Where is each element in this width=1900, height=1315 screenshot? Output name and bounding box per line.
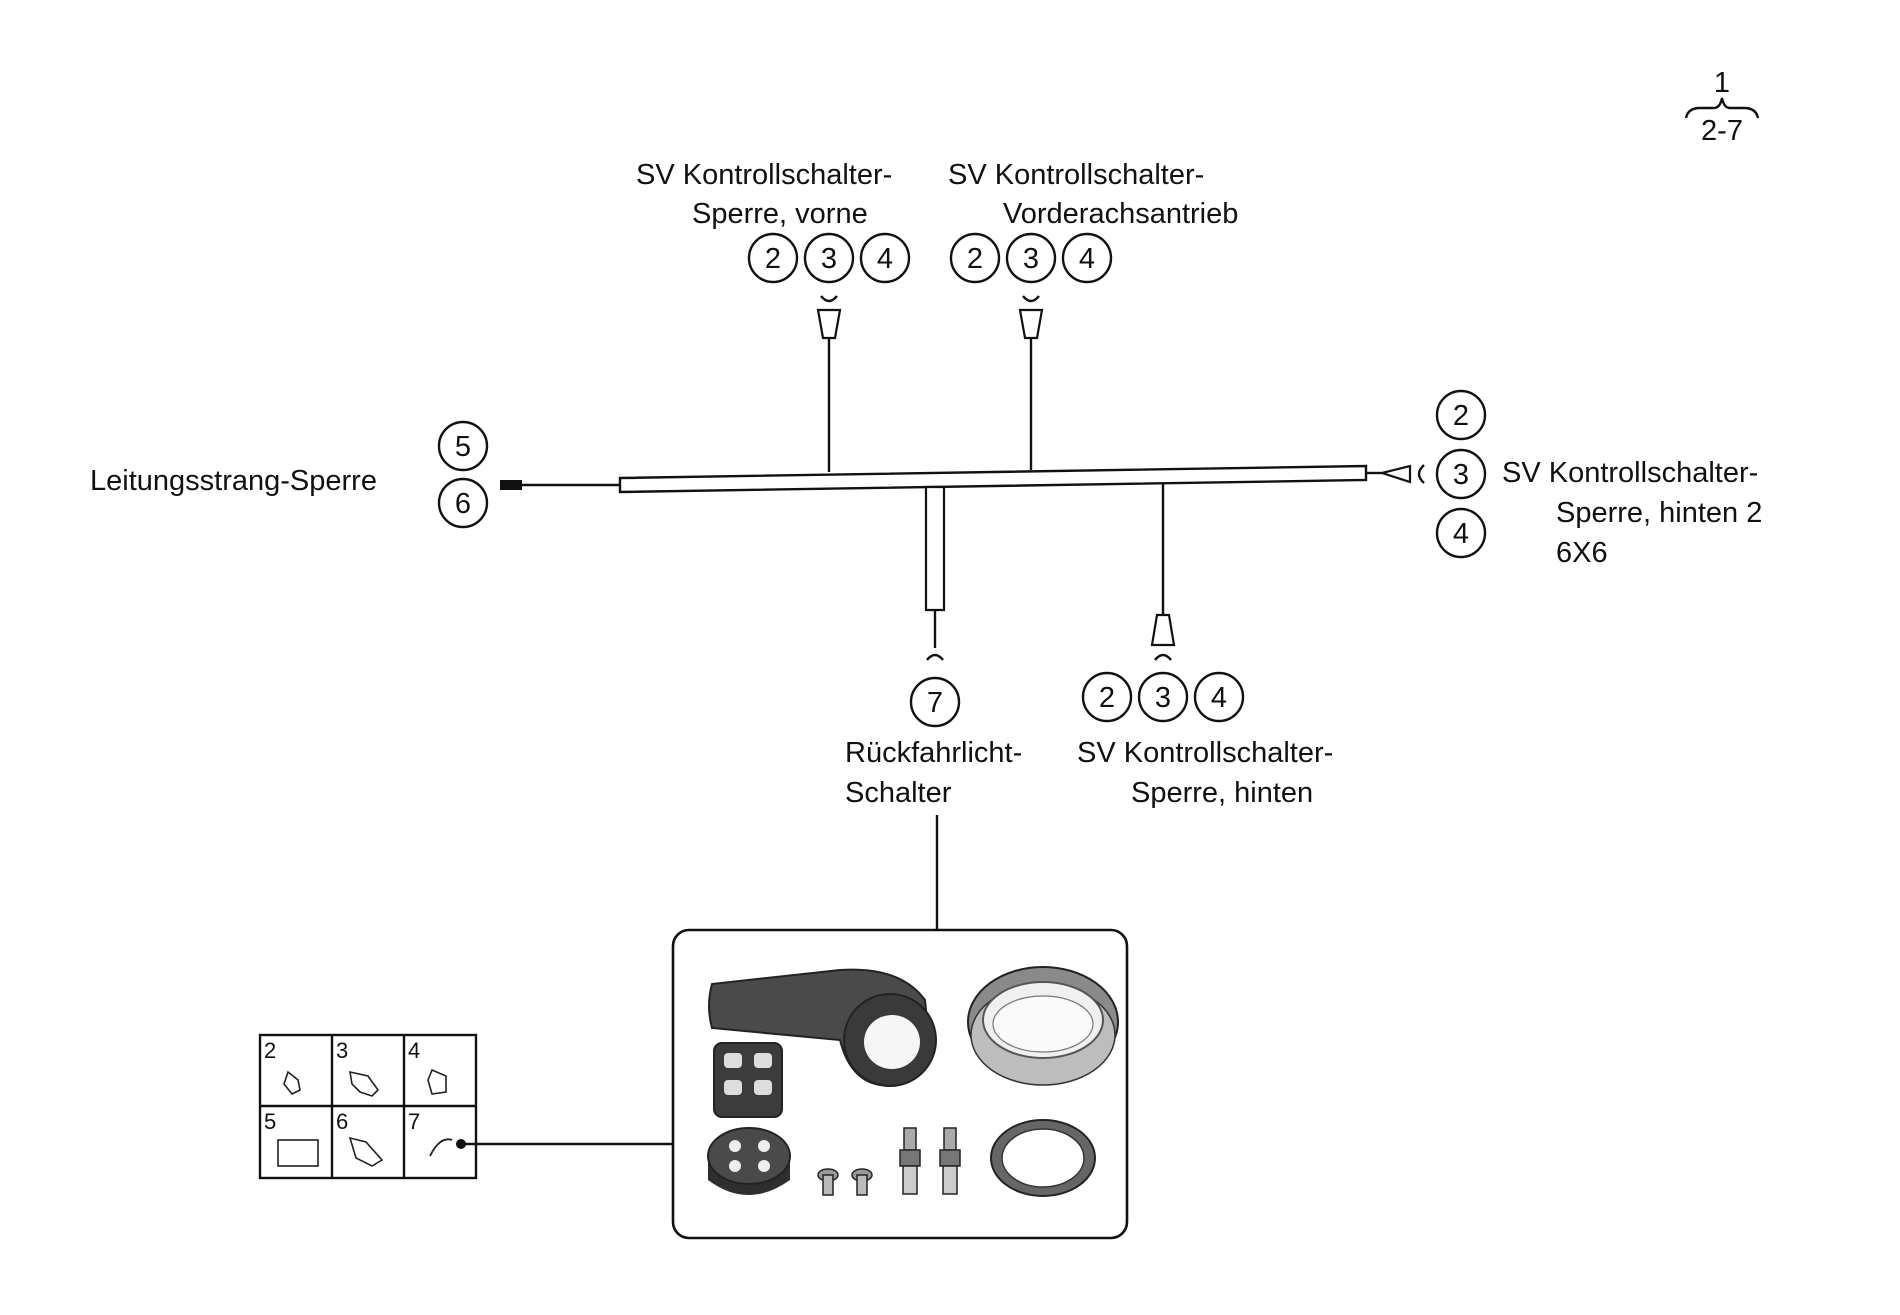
reference-brace	[1684, 97, 1760, 119]
socket-symbol	[1022, 295, 1040, 303]
part-callout-2	[1081, 671, 1133, 723]
part-number: 3	[821, 243, 837, 275]
front-lock-label-1: SV Kontrollschalter-	[636, 159, 892, 191]
parts-grid: 2 3 4 5 6 7	[258, 1033, 673, 1180]
part-callout-4	[1061, 232, 1113, 284]
reverse-light-label-1: Rückfahrlicht-	[845, 737, 1022, 769]
terminal-icon	[283, 1070, 301, 1096]
threaded-ring-part	[967, 966, 1119, 1086]
grid-cell-number: 4	[408, 1038, 420, 1063]
part-number: 4	[1211, 682, 1227, 714]
parts-kit-box	[671, 928, 1129, 1240]
part-number: 4	[1453, 518, 1469, 550]
branch-sleeve	[924, 485, 946, 612]
socket-symbol	[926, 653, 944, 661]
front-lock-label-2: Sperre, vorne	[692, 198, 868, 230]
plug-icon	[427, 1068, 447, 1095]
trunk-sleeve	[618, 464, 1368, 494]
part-callout-7	[909, 676, 961, 728]
harness-plug	[500, 480, 522, 490]
part-number: 4	[1079, 243, 1095, 275]
front-axle-label-2: Vorderachsantrieb	[1003, 198, 1238, 230]
part-callout-2	[949, 232, 1001, 284]
seal-ring-part	[990, 1119, 1096, 1197]
screw-parts	[817, 1168, 873, 1196]
terminal-plug	[1377, 464, 1412, 484]
rear-lock-label-1: SV Kontrollschalter-	[1077, 737, 1333, 769]
part-callout-4	[1435, 507, 1487, 559]
part-number: 3	[1155, 682, 1171, 714]
part-callout-3	[1435, 448, 1487, 500]
crimp-terminal-icon	[349, 1070, 380, 1097]
part-callout-3	[1137, 671, 1189, 723]
part-callout-5	[437, 420, 489, 472]
round-grommet-part	[707, 1127, 791, 1195]
connector-front-lock: SV Kontrollschalter- Sperre, vorne 2 3 4	[636, 159, 911, 472]
part-number: 7	[927, 687, 943, 719]
reverse-light-label-2: Schalter	[845, 777, 952, 809]
connector-harness-lock: Leitungsstrang-Sperre 5 6	[90, 420, 489, 529]
reference-bracket: 1 2-7	[1684, 67, 1760, 147]
connector-rear-lock-6x6: 2 3 4 SV Kontrollschalter- Sperre, hinte…	[1366, 389, 1762, 569]
rear-lock-label-2: Sperre, hinten	[1131, 777, 1313, 809]
part-callout-3	[1005, 232, 1057, 284]
terminal-pin-parts	[899, 1127, 961, 1195]
four-hole-block-part	[713, 1042, 783, 1118]
rear-lock-6x6-label-3: 6X6	[1556, 537, 1608, 569]
grid-cell-number: 3	[336, 1038, 348, 1063]
part-number: 5	[455, 431, 471, 463]
part-callout-6	[437, 477, 489, 529]
connector-reverse-light: 7 Rückfahrlicht- Schalter	[845, 485, 1022, 930]
harness-lock-label: Leitungsstrang-Sperre	[90, 465, 377, 497]
part-number: 2	[1099, 682, 1115, 714]
elbow-boot-part	[708, 968, 937, 1087]
connector-front-axle: SV Kontrollschalter- Vorderachsantrieb 2…	[948, 159, 1238, 470]
part-callout-3	[803, 232, 855, 284]
rear-lock-6x6-label-2: Sperre, hinten 2	[1556, 497, 1762, 529]
part-callout-4	[859, 232, 911, 284]
grid-cell-number: 7	[408, 1109, 420, 1134]
socket-symbol	[1417, 464, 1425, 484]
part-callout-2	[747, 232, 799, 284]
reference-top: 1	[1714, 67, 1730, 99]
part-number: 2	[967, 243, 983, 275]
socket-symbol	[1154, 653, 1172, 661]
part-number: 3	[1023, 243, 1039, 275]
front-axle-label-1: SV Kontrollschalter-	[948, 159, 1204, 191]
grid-cell-number: 6	[336, 1109, 348, 1134]
wire-terminal-icon	[429, 1138, 453, 1157]
part-number: 2	[1453, 400, 1469, 432]
terminal-plug	[1150, 613, 1176, 647]
reference-bottom: 2-7	[1701, 115, 1743, 147]
part-number: 4	[877, 243, 893, 275]
grid-cell-number: 2	[264, 1038, 276, 1063]
terminal-plug	[816, 308, 842, 340]
housing-icon	[277, 1139, 319, 1167]
part-number: 6	[455, 488, 471, 520]
connector-rear-lock: 2 3 4 SV Kontrollschalter- Sperre, hinte…	[1077, 484, 1333, 809]
harness-trunk	[500, 464, 1368, 494]
part-callout-2	[1435, 389, 1487, 441]
grid-cell-number: 5	[264, 1109, 276, 1134]
rear-lock-6x6-label-1: SV Kontrollschalter-	[1502, 457, 1758, 489]
part-number: 2	[765, 243, 781, 275]
terminal-icon	[348, 1136, 384, 1167]
part-number: 3	[1453, 459, 1469, 491]
part-callout-4	[1193, 671, 1245, 723]
terminal-plug	[1018, 308, 1044, 340]
socket-symbol	[820, 295, 838, 303]
